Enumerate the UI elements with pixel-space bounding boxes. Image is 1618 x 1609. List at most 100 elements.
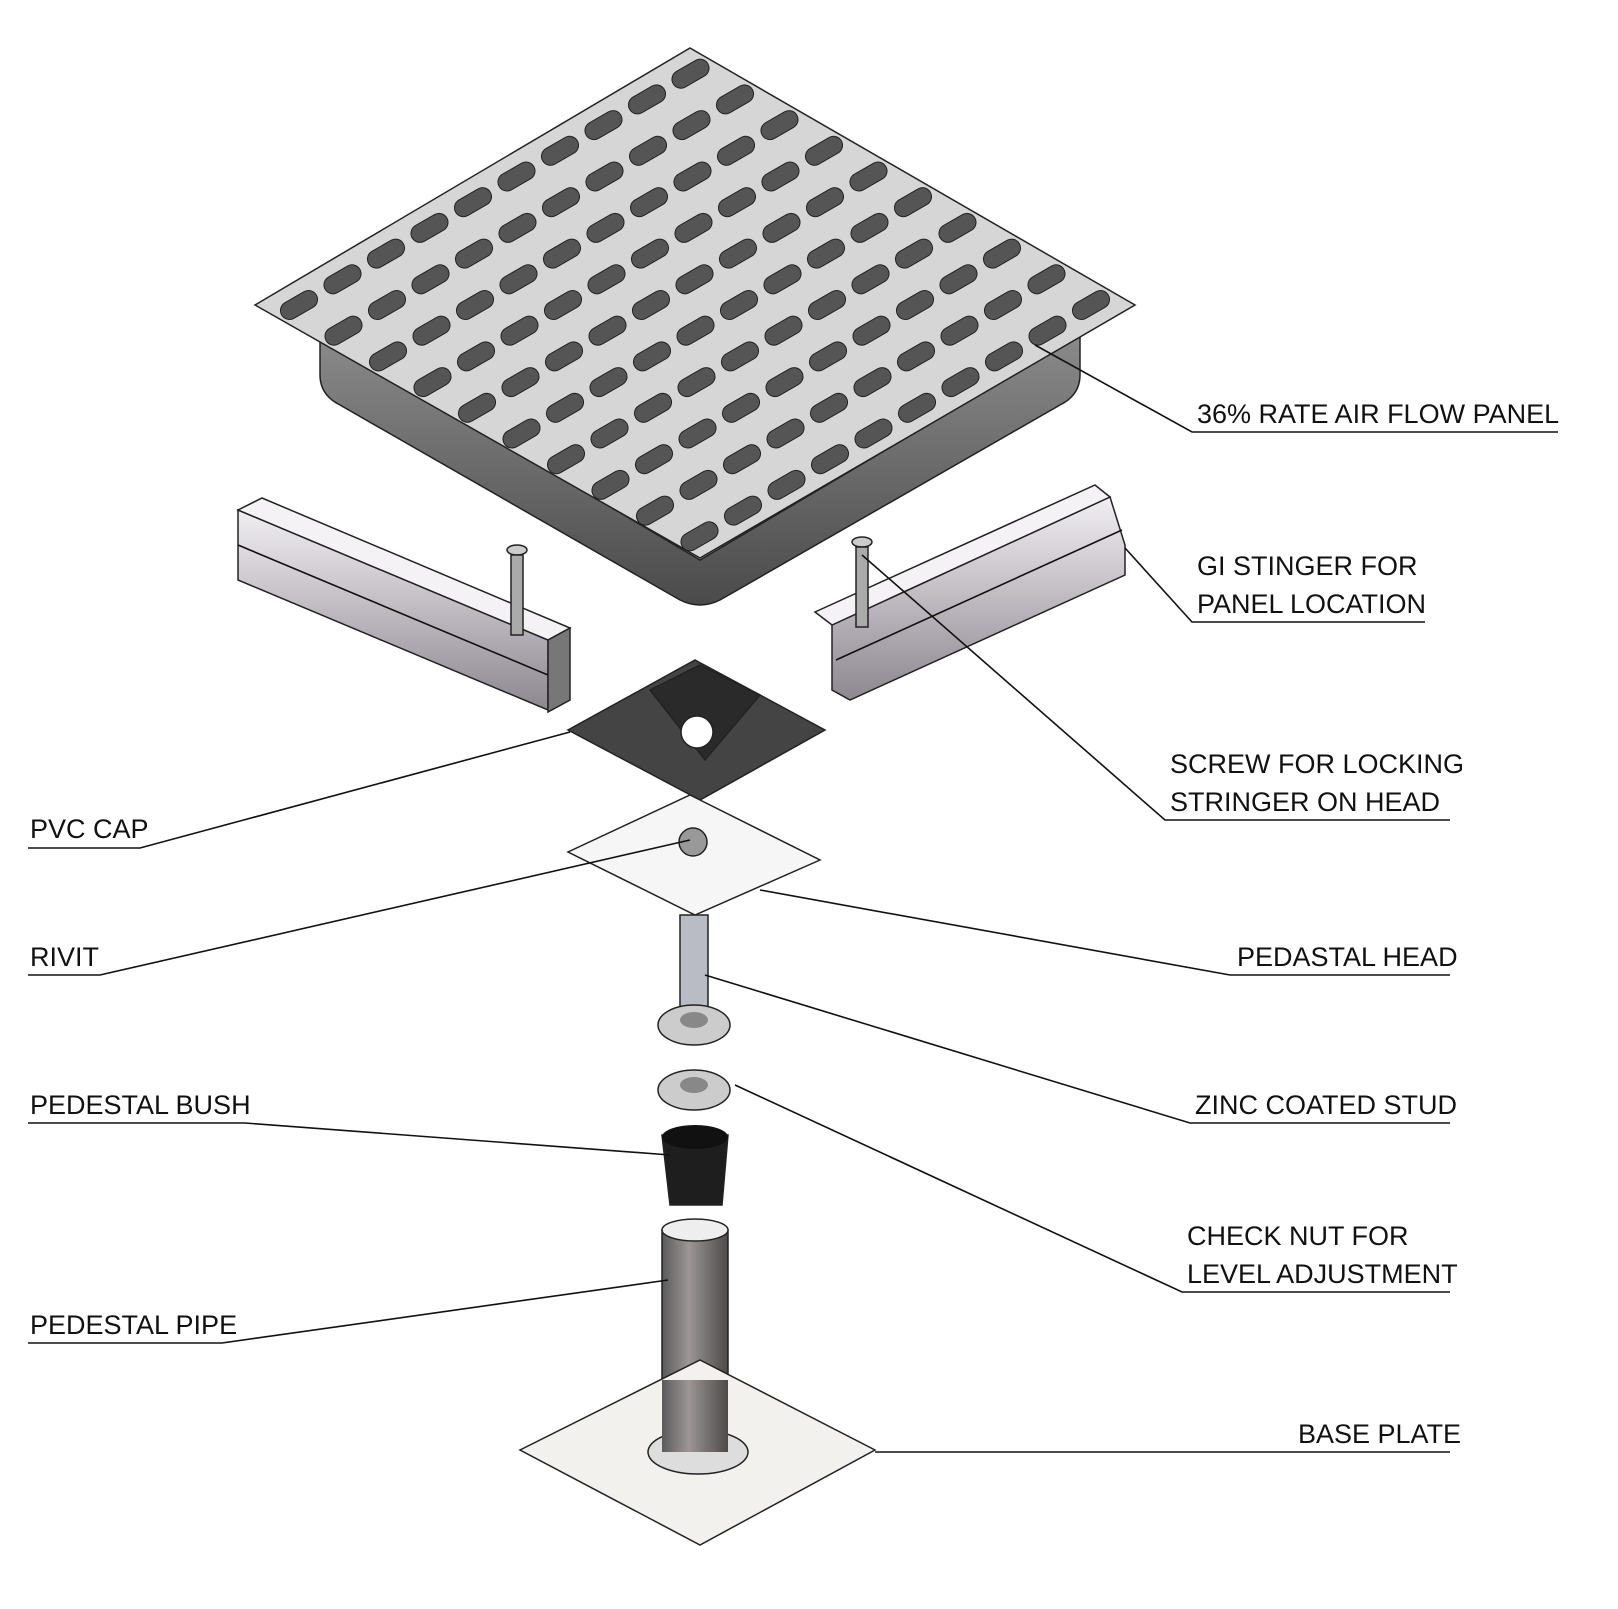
- panel-slot: [854, 418, 893, 449]
- check-nut: [657, 1069, 731, 1111]
- panel-slot: [587, 264, 626, 295]
- panel-slot: [279, 290, 319, 320]
- panel-slot: [540, 135, 580, 166]
- svg-text:SCREW FOR LOCKING: SCREW FOR LOCKING: [1170, 749, 1464, 779]
- panel-slot: [502, 418, 541, 449]
- panel-slot: [673, 161, 712, 192]
- panel-slot: [679, 469, 718, 500]
- pvc-cap: [566, 659, 827, 801]
- svg-text:STRINGER ON HEAD: STRINGER ON HEAD: [1170, 787, 1440, 817]
- panel-slot: [804, 135, 844, 166]
- panel-slot: [410, 212, 449, 243]
- panel-slot: [764, 315, 803, 346]
- panel-slot: [635, 495, 675, 526]
- panel-slot: [455, 290, 495, 320]
- panel-slot: [541, 187, 581, 218]
- panel-slot: [1071, 290, 1111, 320]
- nut-upper: [657, 1004, 731, 1046]
- panel-slot: [544, 341, 584, 372]
- svg-text:LEVEL ADJUSTMENT: LEVEL ADJUSTMENT: [1187, 1259, 1458, 1289]
- panel-slot: [715, 84, 755, 115]
- label-gi-stringer: GI STINGER FOR PANEL LOCATION: [1124, 547, 1426, 623]
- panel-slot: [720, 341, 760, 372]
- panel-slot: [938, 212, 977, 243]
- pedestal-head: [566, 794, 822, 916]
- panel-slot: [368, 341, 408, 372]
- svg-text:PEDASTAL HEAD: PEDASTAL HEAD: [1237, 942, 1458, 972]
- panel-slot: [631, 290, 671, 320]
- label-pedestal-pipe: PEDESTAL PIPE: [28, 1279, 669, 1344]
- panel-slot: [366, 238, 406, 269]
- panel-slot: [983, 290, 1023, 321]
- panel-slot: [591, 469, 630, 500]
- panel-slot: [627, 84, 667, 115]
- panel-slot: [672, 110, 711, 141]
- panel-slot: [806, 238, 846, 269]
- label-pedestal-bush: PEDESTAL BUSH: [28, 1090, 671, 1156]
- panel-slot: [677, 367, 716, 398]
- panel-slot: [634, 444, 674, 475]
- svg-text:PEDESTAL BUSH: PEDESTAL BUSH: [30, 1090, 251, 1120]
- svg-text:PANEL LOCATION: PANEL LOCATION: [1197, 589, 1426, 619]
- panel-slot: [497, 161, 536, 192]
- svg-text:BASE PLATE: BASE PLATE: [1298, 1419, 1461, 1449]
- panel-slot: [671, 58, 710, 89]
- panel-slot: [760, 110, 799, 141]
- panel-slot: [765, 367, 804, 398]
- panel-slot: [323, 264, 362, 295]
- panel-slot: [852, 315, 891, 346]
- panel-slot: [457, 392, 497, 423]
- panel-slot: [456, 341, 496, 372]
- panel-slot: [850, 212, 889, 243]
- panel-slot: [629, 187, 669, 218]
- panel-slot: [810, 444, 850, 475]
- panel-slot: [678, 418, 717, 449]
- panel-slot: [1028, 315, 1067, 346]
- stringer-right: [813, 484, 1126, 701]
- panel-slot: [896, 341, 936, 372]
- panel-slot: [718, 238, 758, 269]
- panel-slot: [807, 290, 847, 320]
- panel-slot: [545, 392, 585, 423]
- panel-slot: [674, 212, 713, 243]
- panel-slot: [894, 238, 934, 269]
- locking-screw-right: [851, 536, 873, 628]
- panel-slot: [628, 135, 668, 166]
- panel-slot: [808, 341, 848, 372]
- svg-text:ZINC COATED STUD: ZINC COATED STUD: [1195, 1090, 1457, 1120]
- base-plate: [518, 1359, 877, 1546]
- panel-slot: [849, 161, 888, 192]
- svg-text:CHECK NUT FOR: CHECK NUT FOR: [1187, 1221, 1409, 1251]
- svg-text:RIVIT: RIVIT: [30, 942, 99, 972]
- panel-slot: [805, 187, 845, 218]
- panel-slot: [633, 392, 673, 423]
- panel-slot: [895, 290, 935, 320]
- panel-slot: [766, 418, 805, 449]
- zinc-coated-stud: [679, 914, 709, 1016]
- panel-slot: [543, 290, 583, 320]
- panel-slot: [1027, 264, 1066, 295]
- panel-slot: [761, 161, 800, 192]
- stringer-left: [236, 497, 572, 714]
- panel-slot: [717, 187, 757, 218]
- svg-text:36% RATE AIR FLOW PANEL: 36% RATE AIR FLOW PANEL: [1197, 399, 1559, 429]
- svg-text:GI STINGER FOR: GI STINGER FOR: [1197, 551, 1418, 581]
- panel-slot: [809, 392, 849, 423]
- panel-slot: [676, 315, 715, 346]
- label-locking-screw: SCREW FOR LOCKING STRINGER ON HEAD: [861, 554, 1464, 821]
- panel-slot: [586, 212, 625, 243]
- panel-slot: [680, 521, 719, 552]
- panel-slot: [853, 367, 892, 398]
- panel-slot: [762, 212, 801, 243]
- panel-slot: [984, 341, 1024, 372]
- panel-slot: [982, 238, 1022, 269]
- panel-slot: [716, 135, 756, 166]
- panel-slot: [721, 392, 761, 423]
- panel-slot: [767, 469, 806, 500]
- panel-slot: [589, 367, 628, 398]
- panel-slot: [324, 315, 363, 346]
- panel-slot: [367, 290, 407, 320]
- panel-slot: [893, 187, 933, 218]
